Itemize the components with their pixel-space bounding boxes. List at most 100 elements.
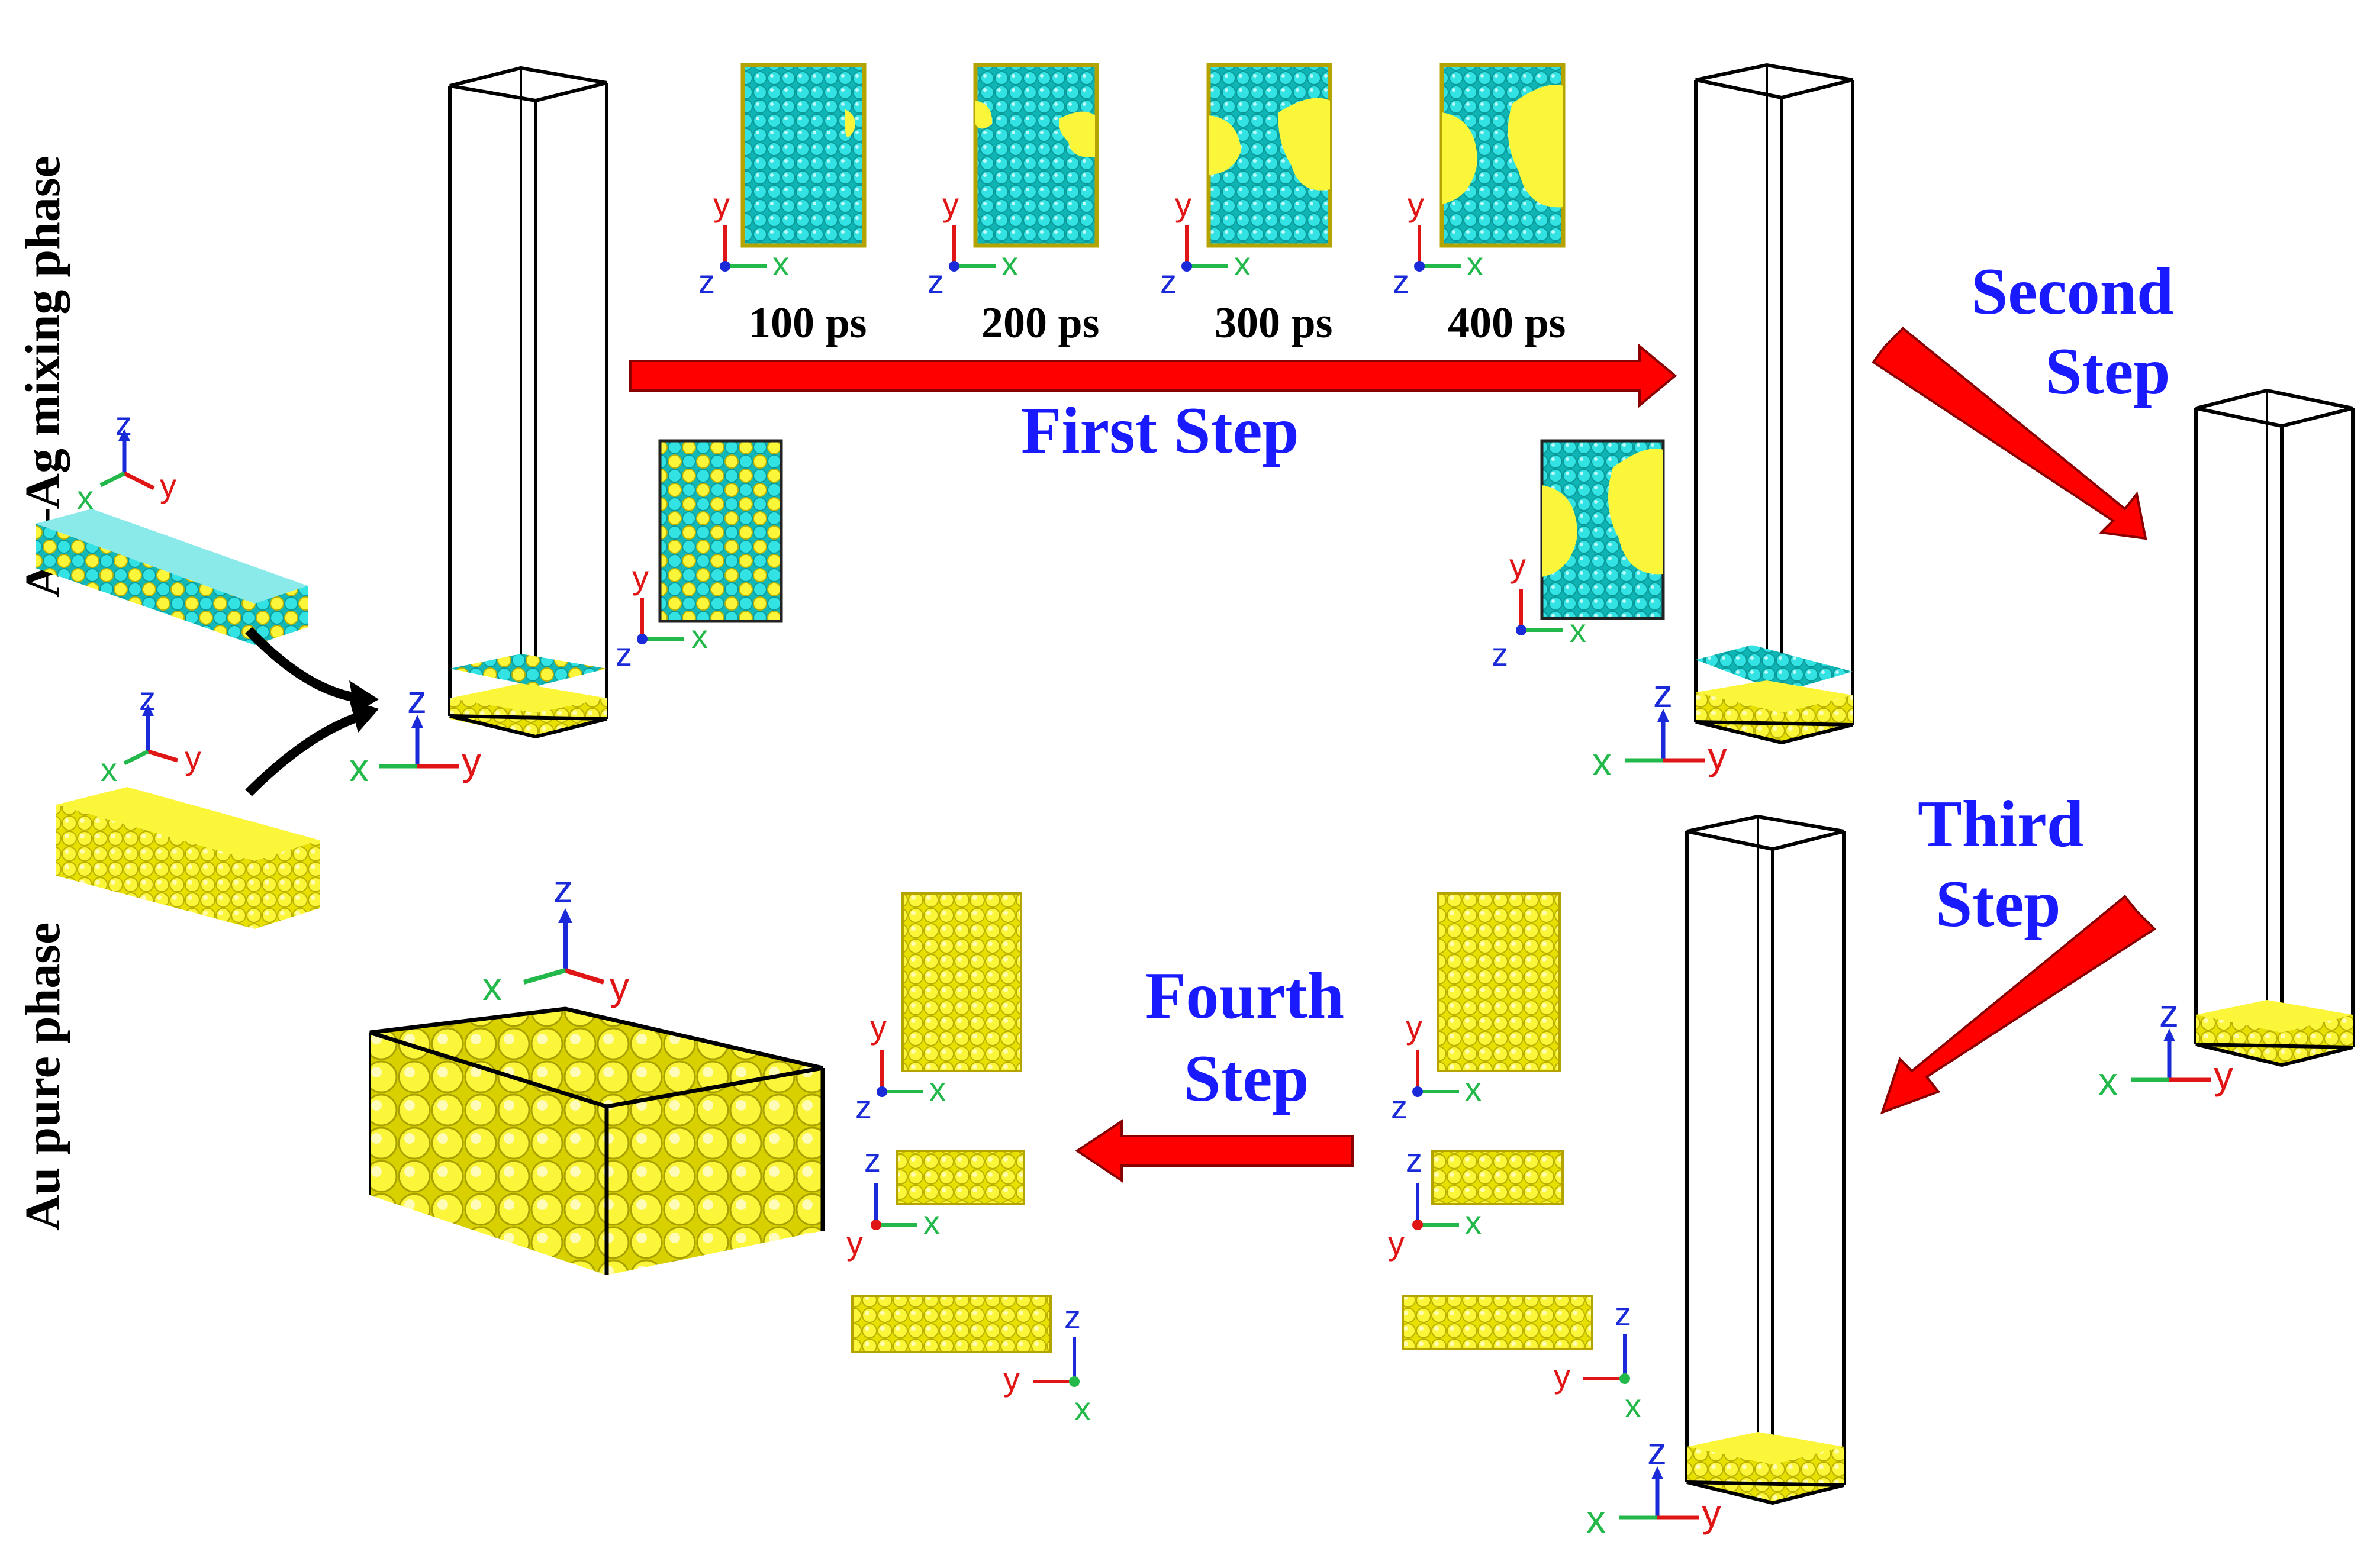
snapshot-200ps xyxy=(973,63,1099,248)
simulation-box-step2 xyxy=(2194,388,2355,1067)
box3-axes: z y x xyxy=(2098,991,2233,1103)
s4p1-axis-z: z xyxy=(855,1088,872,1125)
third-step-label-line2: Step xyxy=(1935,867,2061,941)
box1-axes: z y x xyxy=(349,678,481,789)
pure-axis-x: x xyxy=(101,751,117,788)
step3-projections xyxy=(1402,892,1593,1350)
snapshot2-axes: y x z xyxy=(927,186,1018,300)
s4p1-axis-y: y xyxy=(870,1008,887,1046)
box1-axis-z: z xyxy=(407,678,427,721)
box4-axes: z y x xyxy=(1586,1429,1721,1541)
box2-axis-x: x xyxy=(1592,740,1612,783)
snapshot4-axes: y x z xyxy=(1393,186,1483,300)
box3-axis-y: y xyxy=(2214,1053,2233,1097)
s4p3-axis-z: z xyxy=(1064,1298,1081,1335)
merge-arrows xyxy=(245,627,379,796)
s4p2-axis-x: x xyxy=(923,1204,940,1241)
mix-axis-x: x xyxy=(77,479,94,516)
step4-top-view xyxy=(901,892,1022,1072)
s3-axis-y: y xyxy=(1175,186,1191,223)
s4p1-axis-x: x xyxy=(929,1070,946,1108)
step4-side-view xyxy=(851,1295,1052,1353)
third-step-arrow xyxy=(1880,895,2157,1115)
box2-axis-y: y xyxy=(1708,734,1727,778)
step4-front-view xyxy=(896,1150,1025,1205)
snapshot-300ps xyxy=(1206,63,1332,248)
final-axis-y: y xyxy=(610,964,629,1008)
final-axis-z: z xyxy=(553,867,573,911)
fourth-step-arrow xyxy=(1075,1119,1354,1183)
s1tv-axis-z: z xyxy=(1492,635,1508,673)
au-pure-slab xyxy=(56,787,320,929)
mix-axis-y: y xyxy=(160,467,176,504)
pure-axis-z: z xyxy=(139,680,156,717)
s3p3-axis-y: y xyxy=(1554,1357,1570,1395)
s4-axis-z: z xyxy=(1393,263,1409,300)
s3p1-axis-x: x xyxy=(1465,1070,1482,1108)
s4p3-axis-x: x xyxy=(1074,1390,1091,1427)
s1-axis-z: z xyxy=(698,263,715,300)
time-label-300ps: 300 ps xyxy=(1215,299,1332,347)
itv-axis-x: x xyxy=(691,618,708,655)
pure-axis-y: y xyxy=(185,739,201,776)
box3-axis-x: x xyxy=(2098,1059,2118,1103)
step3-side-view xyxy=(1402,1295,1593,1350)
first-step-label: First Step xyxy=(1021,394,1299,467)
simulation-box-step3 xyxy=(1685,814,1846,1505)
pure-slab-axes: z y x xyxy=(101,680,201,788)
box4-axis-z: z xyxy=(1647,1429,1667,1473)
box4-axis-y: y xyxy=(1702,1491,1721,1535)
box1-axis-x: x xyxy=(349,746,369,789)
simulation-box-step1 xyxy=(1694,63,1854,745)
time-label-200ps: 200 ps xyxy=(981,299,1099,347)
time-label-400ps: 400 ps xyxy=(1448,299,1566,347)
second-step-label-line2: Step xyxy=(2045,335,2170,408)
step4-projections xyxy=(851,892,1052,1353)
box2-axis-z: z xyxy=(1653,672,1673,715)
step3-projection-axes: y x z z x y z y x xyxy=(1388,1008,1641,1424)
snapshot1-axes: y x z xyxy=(698,186,789,300)
s1-axis-y: y xyxy=(713,186,730,223)
box3-axis-z: z xyxy=(2159,991,2179,1035)
fourth-step-label-line1: Fourth xyxy=(1145,959,1344,1033)
s1tv-axis-x: x xyxy=(1570,612,1586,649)
s3p2-axis-z: z xyxy=(1406,1141,1422,1179)
fourth-step-label-line2: Step xyxy=(1184,1042,1309,1115)
box2-axes: z y x xyxy=(1592,672,1727,783)
snapshot-axes-group: y x z y x z y x z y x z xyxy=(698,186,1483,300)
s4p2-axis-z: z xyxy=(864,1141,881,1179)
pure-phase-label: Au pure phase xyxy=(15,922,70,1231)
first-step-arrow xyxy=(629,343,1677,408)
initial-top-view-axes: y x z xyxy=(616,559,708,673)
mix-axis-z: z xyxy=(115,405,132,442)
time-label-100ps: 100 ps xyxy=(749,299,867,347)
s2-axis-x: x xyxy=(1001,245,1018,282)
au-ag-mixing-slab xyxy=(36,509,308,645)
s3p3-axis-z: z xyxy=(1615,1295,1631,1333)
s3p2-axis-y: y xyxy=(1388,1224,1405,1262)
step4-projection-axes: y x z z x y z y x xyxy=(846,1008,1091,1427)
box4-axis-x: x xyxy=(1586,1497,1606,1541)
s3-axis-x: x xyxy=(1234,245,1251,282)
s1tv-axis-y: y xyxy=(1509,547,1526,584)
box1-axis-y: y xyxy=(462,740,481,783)
s4p2-axis-y: y xyxy=(846,1224,863,1262)
s3p2-axis-x: x xyxy=(1465,1204,1482,1241)
s2-axis-y: y xyxy=(942,186,959,223)
itv-axis-y: y xyxy=(632,559,649,596)
s4-axis-y: y xyxy=(1408,186,1424,223)
s3p1-axis-y: y xyxy=(1406,1008,1422,1046)
itv-axis-z: z xyxy=(616,635,632,673)
final-axis-x: x xyxy=(482,964,502,1008)
simulation-box-initial xyxy=(448,66,608,739)
s2-axis-z: z xyxy=(927,263,944,300)
s4p3-axis-y: y xyxy=(1003,1360,1020,1398)
final-slab-axes: z y x xyxy=(482,867,629,1008)
third-step-label-line1: Third xyxy=(1918,788,2083,861)
step1-top-view-axes: y x z xyxy=(1492,547,1586,673)
second-step-arrow xyxy=(1872,327,2147,540)
snapshot-100ps xyxy=(740,63,867,248)
snapshot-400ps xyxy=(1439,63,1566,248)
final-au-slab xyxy=(369,1006,825,1275)
